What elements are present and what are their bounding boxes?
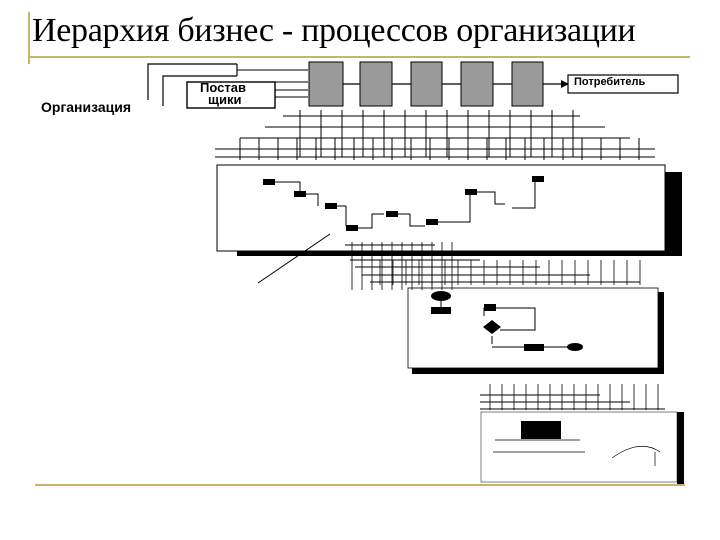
subprocess-frame-level-3 [407, 287, 664, 374]
footer-rule [35, 484, 685, 486]
process-box-4 [460, 61, 494, 107]
title-underline-rule [28, 56, 690, 58]
activity-grid-level-2 [215, 115, 655, 158]
organization-label: Организация [41, 99, 132, 115]
slide-title: Иерархия бизнес - процессов организации [32, 12, 636, 49]
process-box-2 [359, 61, 393, 107]
consumer-label: Потребитель [574, 76, 646, 88]
process-box-5 [511, 61, 544, 107]
activity-grid-level-2-ticks [239, 110, 640, 160]
process-box-1 [308, 61, 344, 107]
title-left-rule [28, 12, 30, 64]
arrow-to-consumer [561, 80, 569, 88]
supplier-connectors [237, 69, 308, 98]
process-box-3 [410, 61, 443, 107]
suppliers-label-line-1: Постав [200, 80, 246, 95]
activity-grid-level-4-ticks [489, 384, 659, 410]
suppliers-label-line-2: щики [208, 92, 242, 107]
consumer-box [567, 74, 679, 94]
activity-grid-level-3-ticks [351, 242, 641, 290]
subprocess-frame-level-4 [480, 411, 684, 484]
process-chain [308, 61, 569, 107]
activity-grid-level-4 [480, 394, 665, 410]
subprocess-frame-level-2 [216, 164, 682, 284]
suppliers-box [186, 81, 276, 109]
